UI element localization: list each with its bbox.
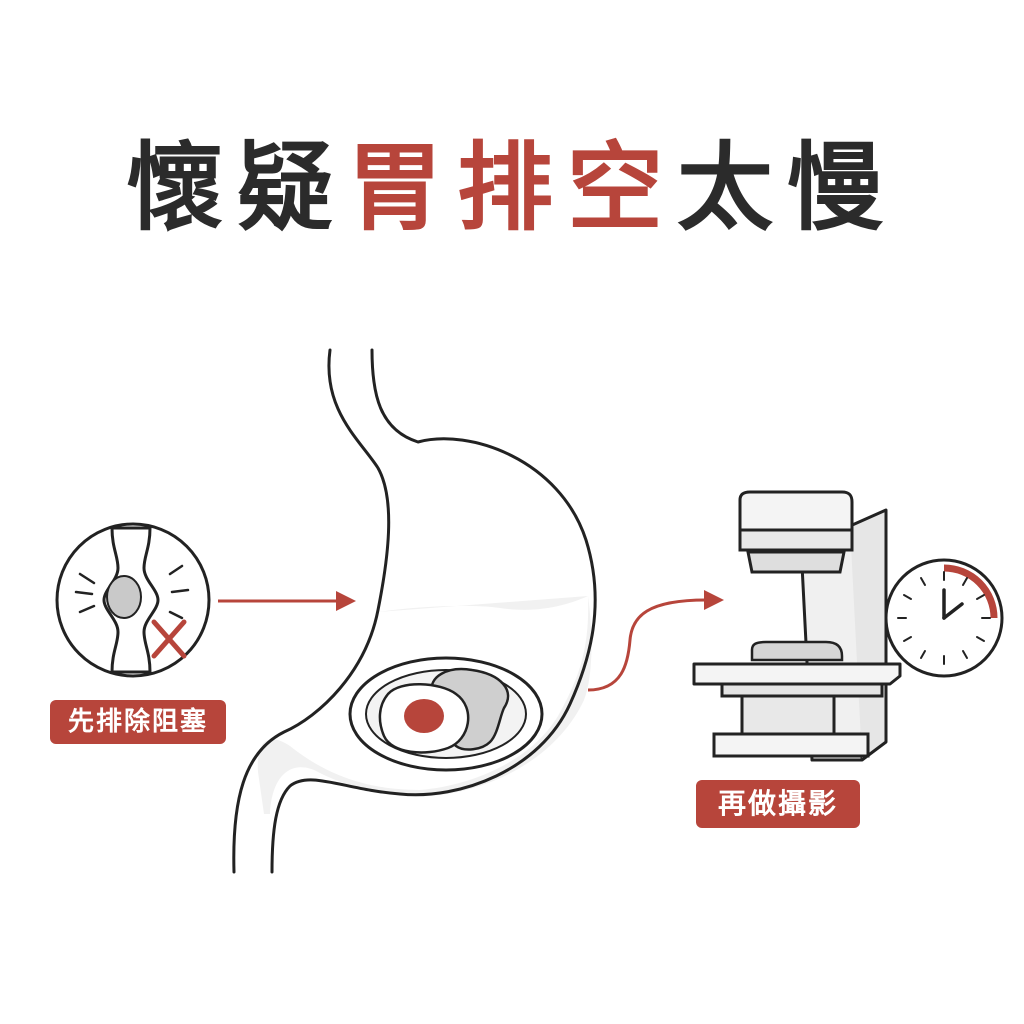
clock-icon xyxy=(884,558,1004,678)
gastric-emptying-scanner-icon xyxy=(692,490,902,762)
page-title: 懷疑胃排空太慢 xyxy=(0,128,1024,248)
step-do-imaging-label: 再做攝影 xyxy=(696,780,860,828)
step-rule-out-obstruction-label: 先排除阻塞 xyxy=(50,700,226,744)
meal-plate-icon xyxy=(348,656,544,772)
title-part-gastric-emptying: 胃排空 xyxy=(347,132,677,244)
title-part-too-slow: 太慢 xyxy=(677,132,897,244)
obstruction-icon xyxy=(55,522,211,678)
red-x-icon xyxy=(151,619,187,659)
stomach-icon xyxy=(232,348,597,874)
arrow-to-stomach xyxy=(218,591,356,611)
title-part-suspect: 懷疑 xyxy=(127,132,347,244)
arrow-to-scanner xyxy=(587,590,724,692)
